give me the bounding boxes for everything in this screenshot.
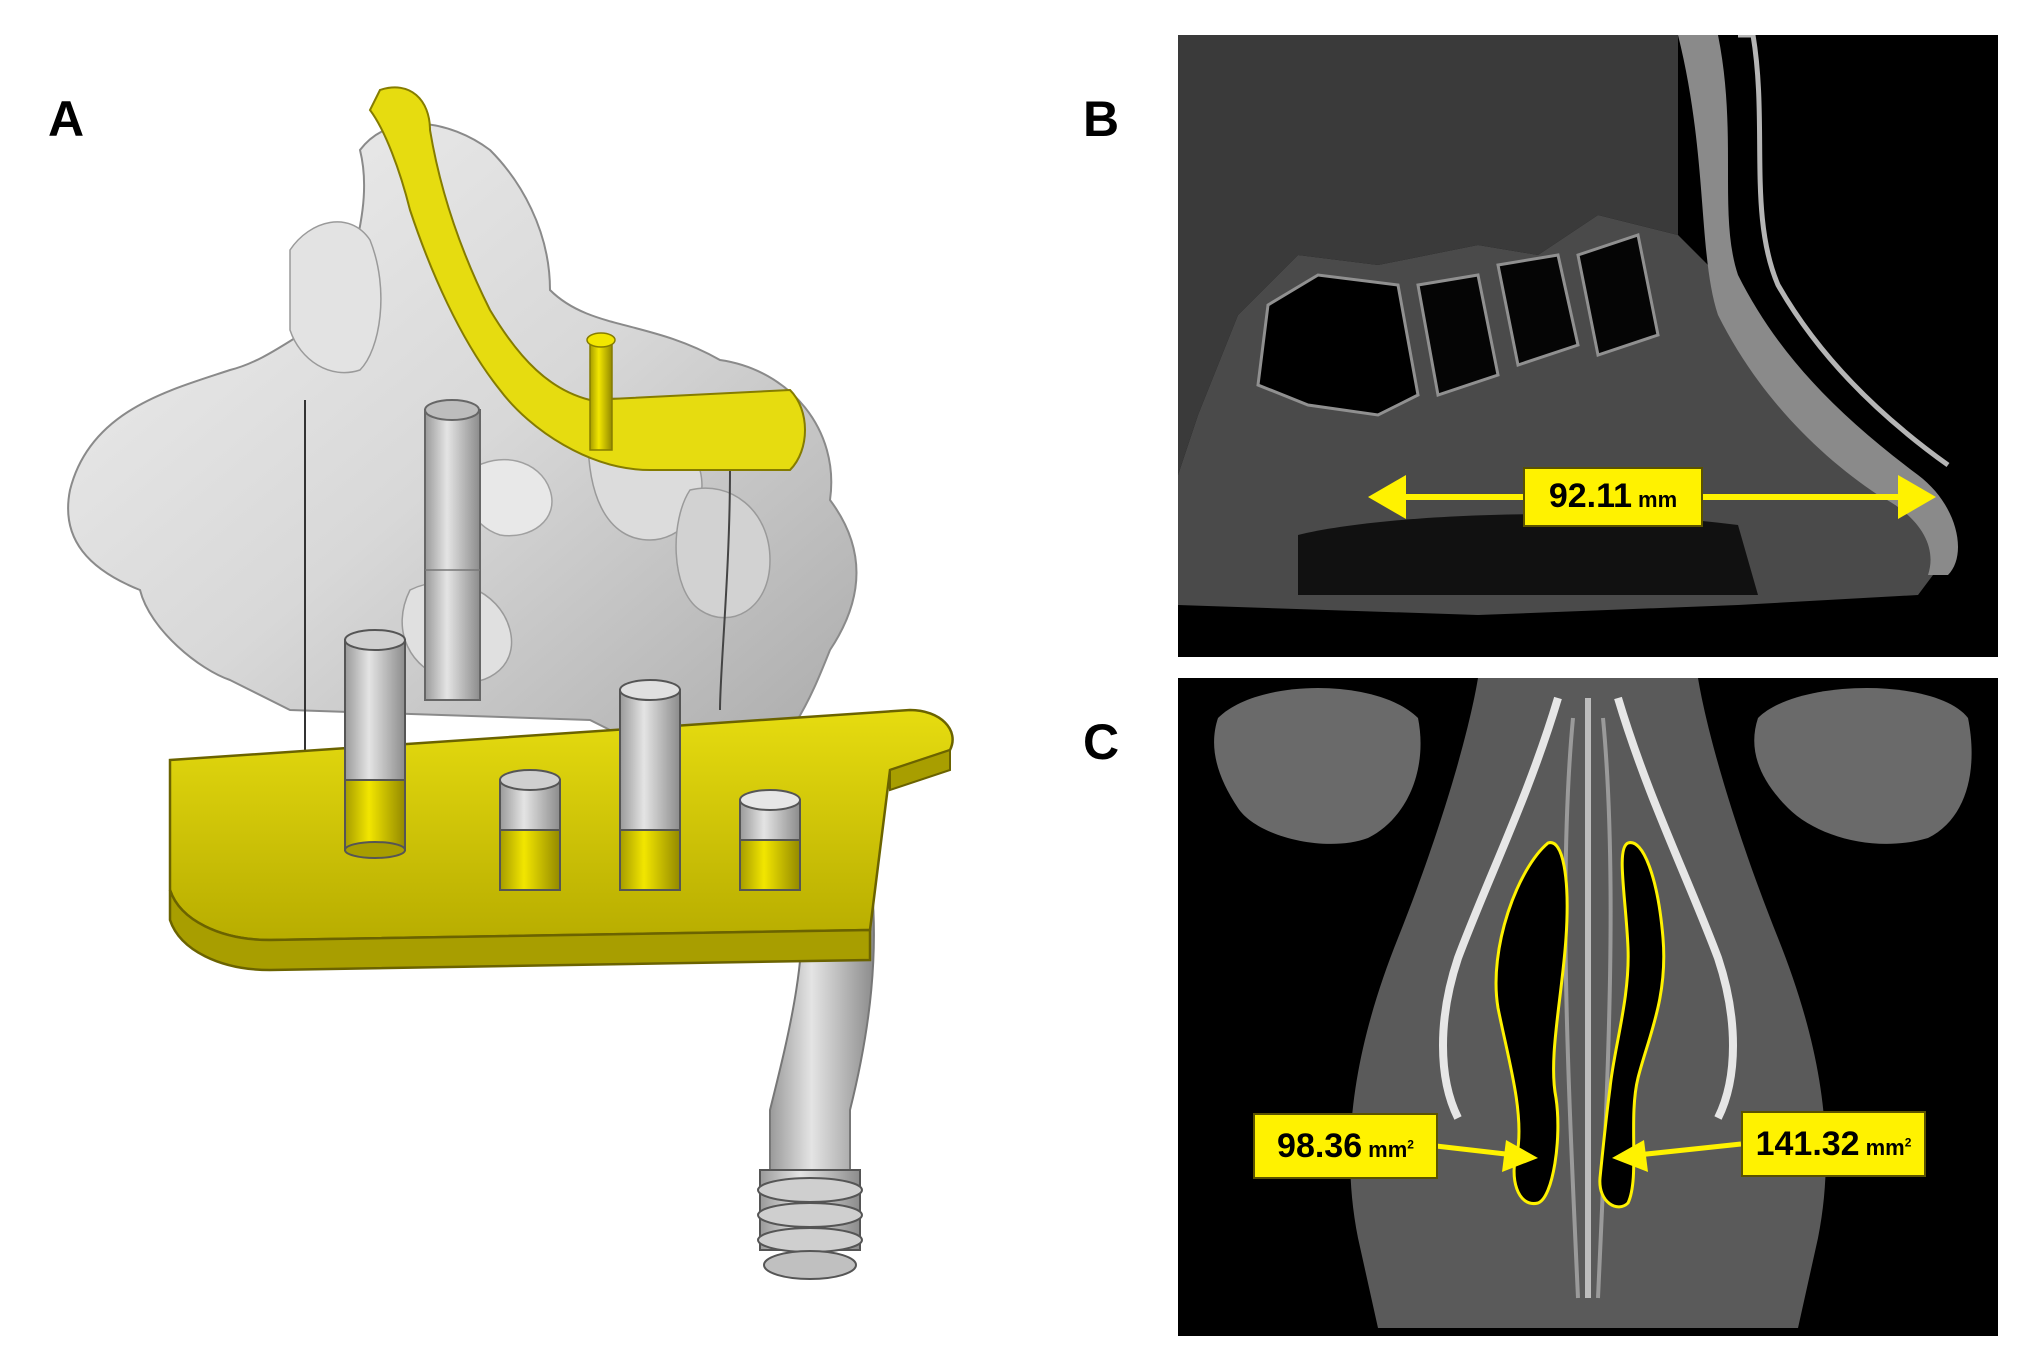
outlet-tube bbox=[757, 869, 875, 1280]
panel-label-c: C bbox=[1083, 714, 1120, 770]
panel-label-a: A bbox=[48, 91, 85, 147]
panel-label-b: B bbox=[1083, 91, 1120, 147]
left-area-label: 98.36 mm2 bbox=[1253, 1113, 1438, 1179]
right-area-label: 141.32 mm2 bbox=[1741, 1111, 1926, 1177]
length-unit: mm bbox=[1638, 487, 1678, 512]
ct-sagittal-slice: 92.11 mm bbox=[1178, 35, 1998, 657]
length-value: 92.11 bbox=[1548, 477, 1633, 515]
right-area-unit: mm2 bbox=[1865, 1135, 1912, 1160]
left-airway-outline bbox=[1494, 841, 1569, 1205]
left-area-value: 98.36 bbox=[1277, 1127, 1363, 1165]
nasal-model-3d-render bbox=[30, 70, 1030, 1350]
yellow-base-plate bbox=[168, 708, 954, 972]
yellow-septum-guide bbox=[368, 86, 806, 471]
right-airway-outline bbox=[1598, 841, 1666, 1209]
right-area-value: 141.32 bbox=[1755, 1125, 1860, 1163]
ct-coronal-slice: 98.36 mm2 141.32 mm2 bbox=[1178, 678, 1998, 1336]
left-area-unit: mm2 bbox=[1368, 1137, 1414, 1162]
right-area-arrow bbox=[1612, 1140, 1742, 1172]
mounting-pegs bbox=[344, 629, 801, 891]
left-area-arrow bbox=[1435, 1140, 1538, 1172]
support-post bbox=[424, 399, 481, 701]
length-measurement-label: 92.11 mm bbox=[1523, 467, 1703, 527]
ct-coronal-image bbox=[1178, 678, 1998, 1336]
ct-sagittal-image bbox=[1178, 35, 1998, 657]
